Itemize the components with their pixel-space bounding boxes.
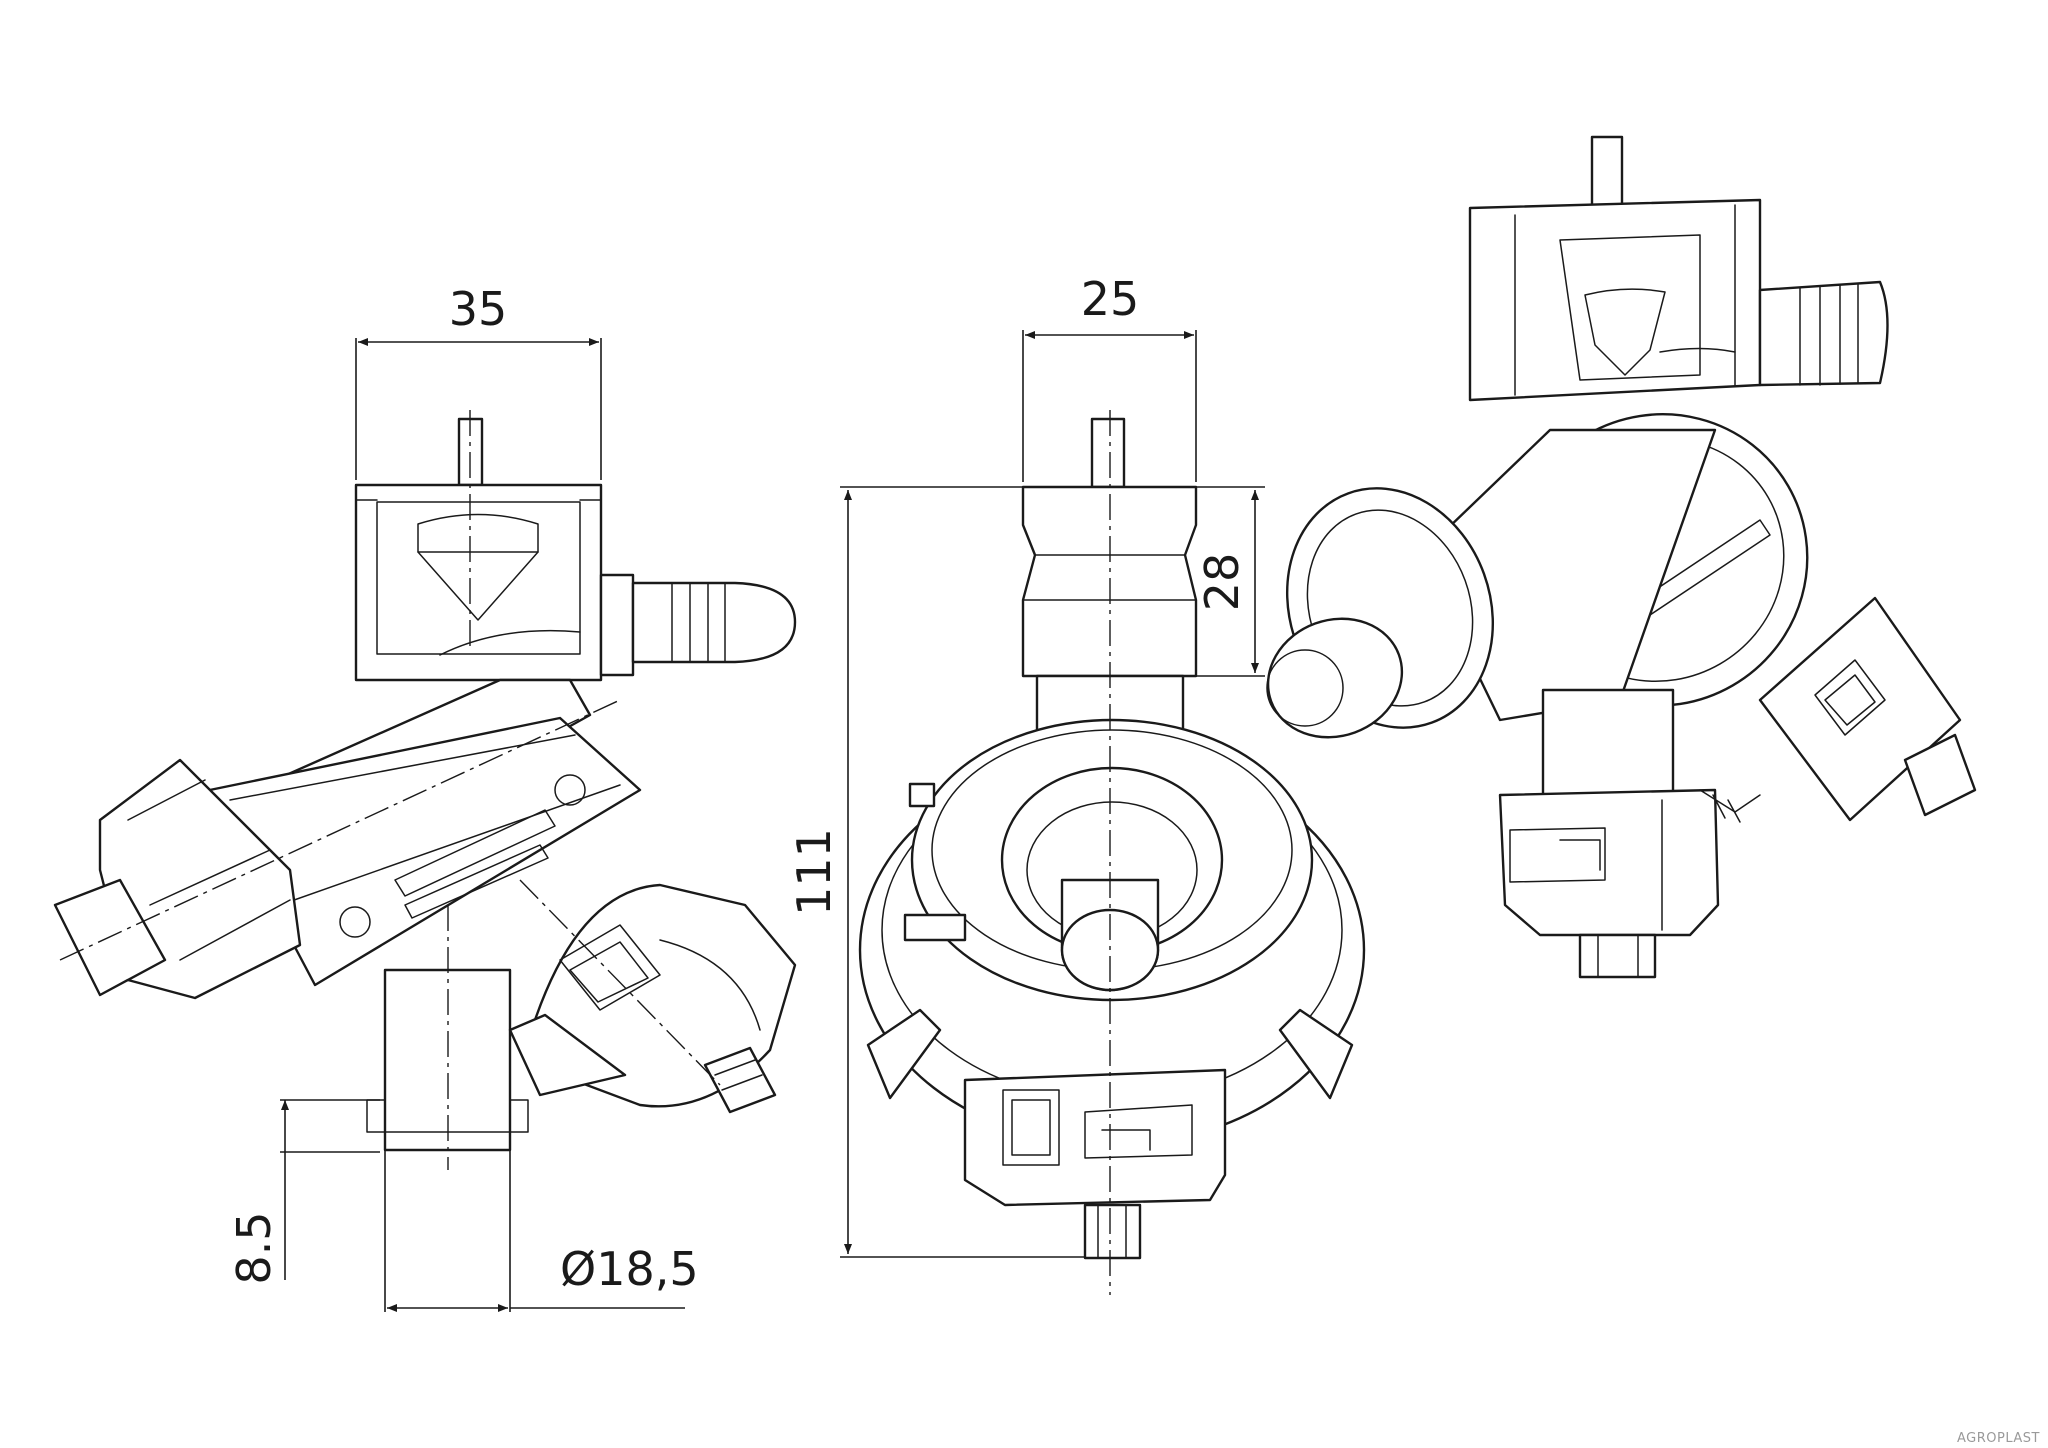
dim-left-diameter: Ø18,5	[560, 1242, 699, 1296]
dim-middle-total-height: 111	[787, 828, 841, 916]
right-view	[1266, 135, 1977, 979]
middle-view	[858, 410, 1366, 1295]
dim-middle-width: 25	[1081, 272, 1140, 326]
dim-left-height: 8.5	[227, 1211, 281, 1284]
left-view	[53, 410, 797, 1170]
left-dimensions: 35 8.5 Ø18,5	[227, 282, 699, 1312]
dim-middle-head-height: 28	[1195, 553, 1249, 612]
middle-dimensions: 25 111 28	[787, 272, 1265, 1258]
watermark: AGROPLAST	[1957, 1431, 2040, 1446]
dim-left-width: 35	[449, 282, 508, 336]
